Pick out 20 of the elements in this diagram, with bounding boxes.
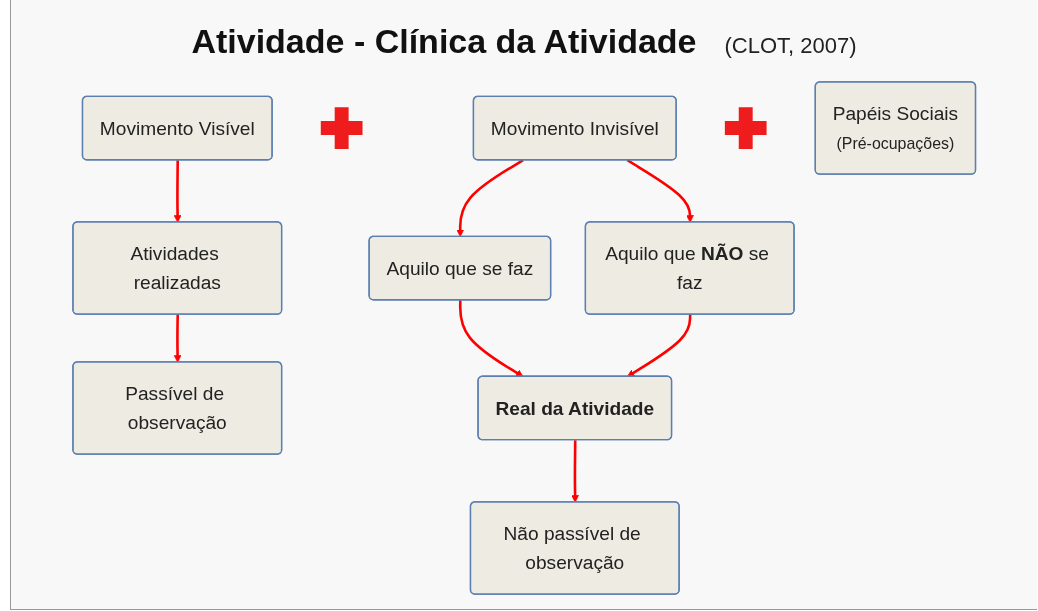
arrow <box>173 160 182 223</box>
arrow <box>626 314 692 378</box>
diagram-title: Atividade - Clínica da Atividade <box>191 22 697 61</box>
arrow <box>626 159 694 223</box>
process-box: Papéis Sociais (Pré-ocupações) <box>814 81 976 175</box>
process-box: Aquilo que se faz <box>368 235 552 301</box>
process-box: Real da Atividade <box>477 375 672 441</box>
arrow <box>173 314 182 363</box>
process-box: Passível de observação <box>72 361 283 455</box>
plus-icon <box>724 107 767 149</box>
plus-icon <box>320 107 363 149</box>
process-box: Atividades realizadas <box>72 221 283 315</box>
process-box: Movimento Visível <box>81 95 273 161</box>
process-box: Movimento Invisível <box>472 95 677 161</box>
citation-note: (CLOT, 2007) <box>724 33 857 59</box>
process-box: Aquilo que NÃO se faz <box>584 221 795 315</box>
arrow <box>571 440 579 503</box>
arrow <box>456 159 524 238</box>
process-box: Não passível de observação <box>469 501 680 595</box>
arrow <box>458 300 524 378</box>
